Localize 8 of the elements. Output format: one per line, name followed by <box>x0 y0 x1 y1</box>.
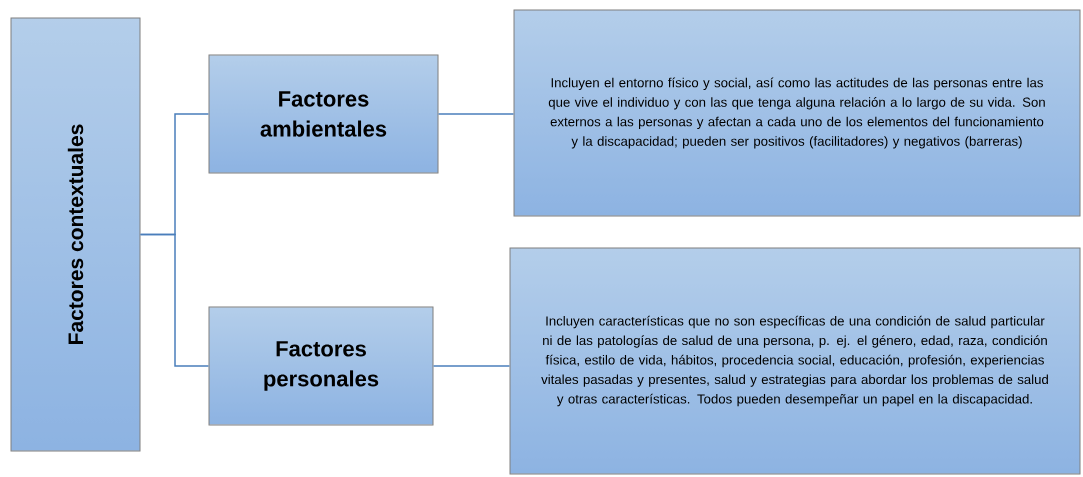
connector <box>437 113 515 115</box>
factor-box: Factores personales <box>208 306 434 426</box>
description-box: Incluyen el entorno físico y social, así como las actitudes de las personas entre las que vive el individuo y con las que tenga alguna relación a lo largo de su vida. Son externos a las personas y afectan a cada uno de los elementos del funcionamiento y la discapacidad; pueden ser positivos (facilitadores) y negativos (barreras) <box>513 9 1081 217</box>
connector <box>432 365 511 367</box>
factor-box: Factores ambientales <box>208 54 439 174</box>
category-box: Factores contextuales <box>10 17 141 452</box>
description-box: Incluyen características que no son específicas de una condición de salud particular ni de las patologías de salud de una persona, p. ej. el género, edad, raza, condición física, estilo de vida, hábitos, procedencia social, educación, profesión, experiencias vitales pasadas y presentes, salud y estrategias para abordar los problemas de salud y otras características. Todos pueden desempeñar un papel en la discapacidad. <box>509 247 1081 475</box>
connector <box>139 233 210 367</box>
